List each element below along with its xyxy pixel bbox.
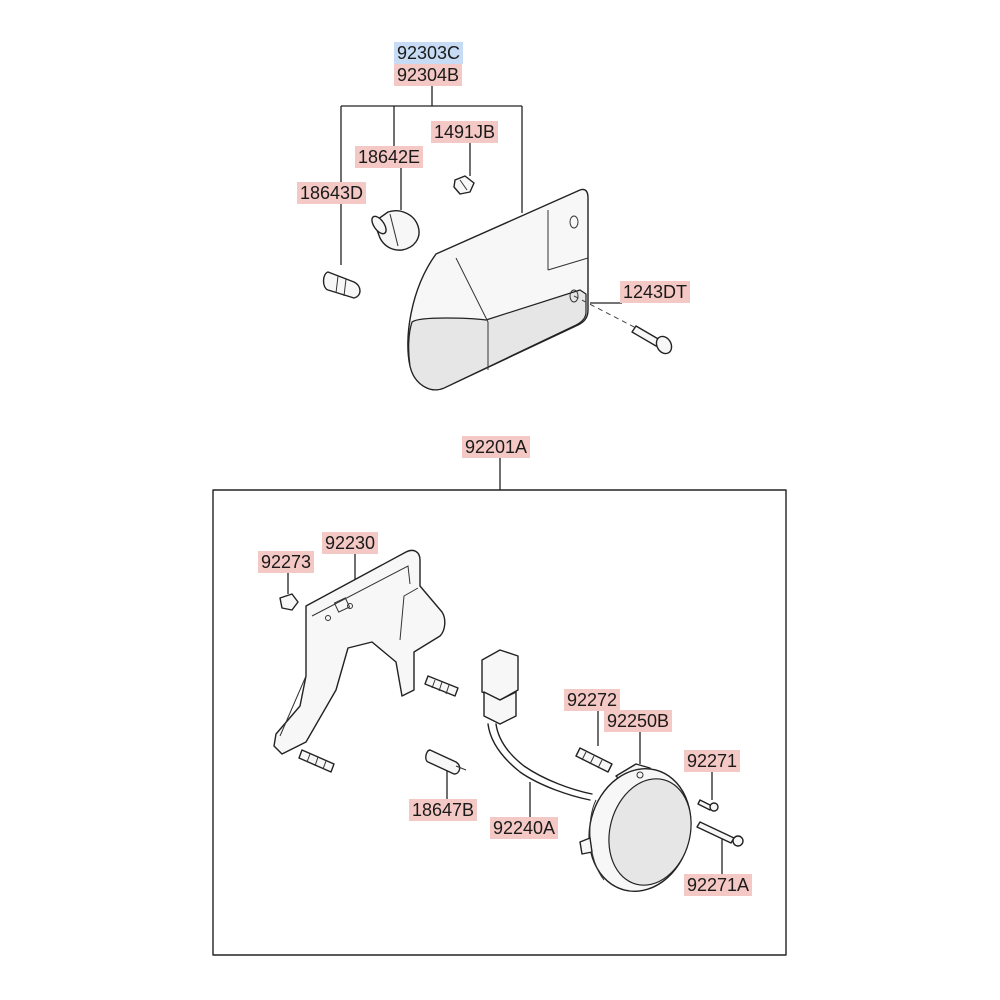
part-label-92272[interactable]: 92272	[564, 689, 621, 711]
part-label-92271[interactable]: 92271	[684, 750, 741, 772]
wedge-bulb-icon	[425, 749, 467, 775]
wiring-harness-icon	[481, 649, 593, 801]
long-screw-icon	[696, 821, 744, 847]
part-label-92250b[interactable]: 92250B	[604, 710, 673, 732]
part-label-92230[interactable]: 92230	[322, 532, 379, 554]
small-bulb-icon	[322, 271, 361, 299]
part-label-1491jb[interactable]: 1491JB	[431, 121, 499, 143]
bracket-icon	[273, 549, 459, 773]
part-label-18643d[interactable]: 18643D	[297, 182, 367, 204]
part-label-92201a[interactable]: 92201A	[462, 436, 531, 458]
small-screw-icon	[453, 175, 475, 195]
part-label-92240a[interactable]: 92240A	[490, 817, 559, 839]
part-label-92273[interactable]: 92273	[258, 551, 315, 573]
part-label-92304b[interactable]: 92304B	[394, 64, 463, 86]
side-lamp-body	[407, 188, 589, 391]
fog-lamp-housing-icon	[579, 763, 692, 892]
clip-icon	[279, 593, 299, 611]
bolt-icon	[573, 295, 673, 355]
stud-icon	[575, 747, 613, 773]
part-label-18642e[interactable]: 18642E	[355, 146, 424, 168]
lower-leader-lines	[287, 551, 723, 876]
part-label-18647b[interactable]: 18647B	[409, 799, 478, 821]
part-label-92303c[interactable]: 92303C	[394, 42, 464, 64]
part-label-92271a[interactable]: 92271A	[684, 874, 753, 896]
screw-icon	[697, 799, 719, 812]
assembly-frame	[212, 489, 787, 956]
part-label-1243dt[interactable]: 1243DT	[620, 281, 691, 303]
large-bulb-icon	[371, 210, 420, 251]
